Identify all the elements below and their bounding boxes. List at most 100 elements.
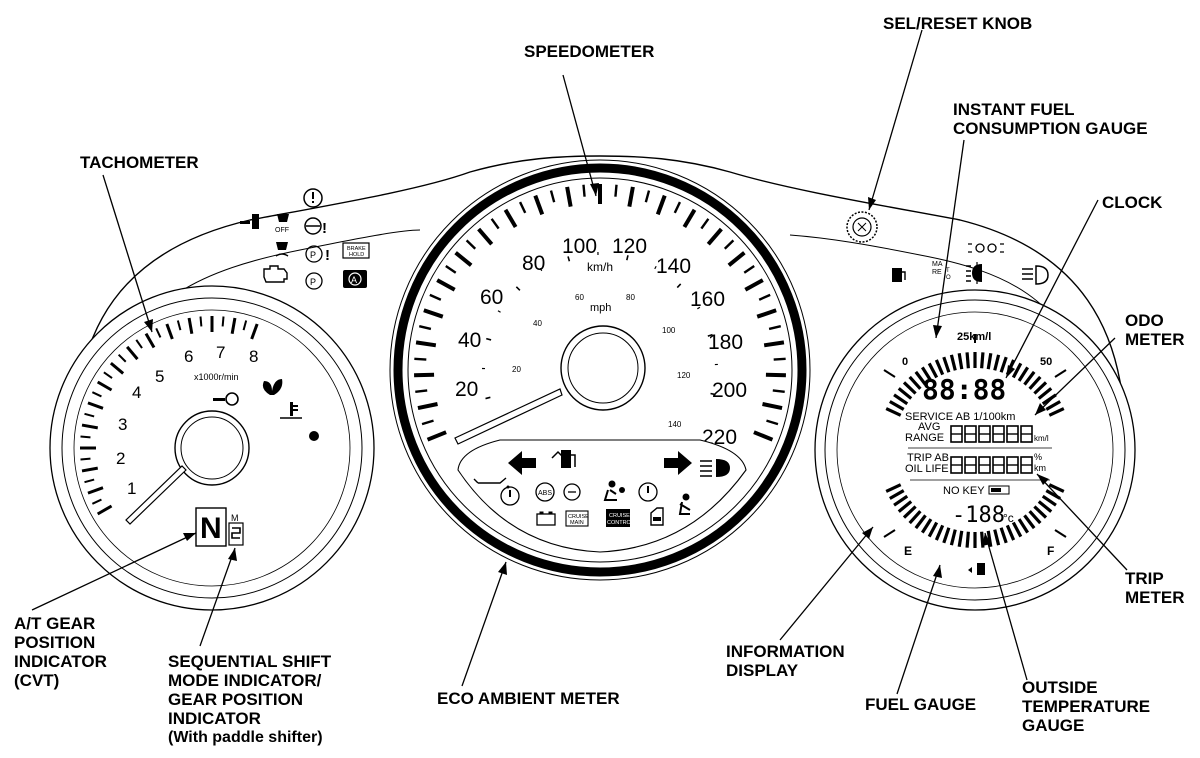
parking-brake-warning-icon: P ! <box>305 245 330 264</box>
range-unit: km/l <box>1034 434 1049 443</box>
speedo-tick <box>477 227 494 246</box>
speedometer: 20 40 60 80 100 120 140 160 180 200 220 … <box>389 159 811 581</box>
kmh-label-60: 60 <box>480 286 503 309</box>
instant-fuel-bar <box>957 353 964 370</box>
fuel-bar <box>885 483 902 493</box>
mph-tick <box>485 396 491 400</box>
speedo-tick <box>700 218 710 230</box>
tach-tick <box>84 478 95 484</box>
svg-text:!: ! <box>322 220 327 237</box>
instant-fuel-bar <box>986 353 993 370</box>
fuel-bar <box>902 505 917 519</box>
kmh-label-100: 100 <box>562 235 597 258</box>
fog-light-icon <box>966 262 982 284</box>
speedo-tick <box>727 251 746 267</box>
leader-lines <box>31 29 1128 695</box>
mph-tick <box>710 392 716 396</box>
tach-tick <box>135 339 143 349</box>
instant-fuel-end-marker <box>883 369 896 378</box>
srs-airbag-icon <box>603 480 625 501</box>
mph-tick <box>567 256 571 262</box>
label-instant-fuel-consumption: INSTANT FUEL CONSUMPTION GAUGE <box>953 100 1148 138</box>
fuel-bar <box>920 518 933 534</box>
right-indicators: MA RE T O <box>846 211 1049 285</box>
svg-text:P: P <box>310 250 316 260</box>
inst-scale-25: 25km/l <box>957 331 991 343</box>
speedo-tick <box>518 201 527 214</box>
tach-label-4: 4 <box>132 383 141 402</box>
speedo-tick <box>706 227 723 246</box>
mph-ticks <box>482 252 718 400</box>
kmh-label-200: 200 <box>712 379 747 402</box>
instant-fuel-bar <box>965 352 970 369</box>
speedo-tick <box>655 194 667 216</box>
label-sequential-shift: SEQUENTIAL SHIFT MODE INDICATOR/ GEAR PO… <box>168 652 332 746</box>
label-eco-ambient-meter: ECO AMBIENT METER <box>437 689 620 708</box>
trip-unit-pct: % <box>1034 452 1042 462</box>
tach-tick <box>250 323 259 340</box>
svg-text:O: O <box>946 275 951 281</box>
avg-label: AVG <box>918 421 940 433</box>
mph-tick <box>626 255 629 261</box>
fuel-f-label: F <box>1047 544 1054 558</box>
cruise-main-icon: CRUISE MAIN <box>565 510 589 527</box>
left-warning-lights: OFF ! P ! BRAKE HOLD P <box>240 188 370 290</box>
tachometer: 1 2 3 4 5 6 7 8 x1000r/min N <box>49 285 375 611</box>
tach-tick <box>117 353 127 363</box>
tach-tick <box>103 371 113 379</box>
instant-fuel-bar <box>1023 370 1036 386</box>
cluster-housing <box>74 155 1126 441</box>
speedo-tick <box>744 278 764 292</box>
range-label: RANGE <box>905 432 944 444</box>
information-display-gauge: 0 25km/l 50 88:88 SERVICE AB 1/100km AVG… <box>814 289 1136 611</box>
fuel-bar <box>908 510 922 525</box>
instant-fuel-bar <box>993 354 1001 371</box>
tach-tick <box>81 466 99 473</box>
instant-fuel-bar <box>980 352 985 369</box>
tach-tick <box>165 323 174 340</box>
svg-text:HOLD: HOLD <box>349 252 364 258</box>
mph-tick <box>515 286 521 291</box>
fuel-bar <box>957 530 964 547</box>
fuel-end-marker <box>1054 529 1067 538</box>
mph-label-20: 20 <box>512 365 521 374</box>
coolant-temp-icon <box>280 402 302 419</box>
eco-ambient-ring <box>393 163 807 577</box>
leader-info-display <box>779 526 874 641</box>
tach-label-3: 3 <box>118 415 127 434</box>
mph-label-120: 120 <box>677 371 691 380</box>
mph-label-60: 60 <box>575 293 584 302</box>
instant-fuel-bar <box>1017 366 1030 382</box>
speedo-tick <box>414 357 427 361</box>
speedo-tick <box>763 340 785 348</box>
kmh-label-160: 160 <box>690 288 725 311</box>
fuel-bar <box>1005 524 1016 541</box>
immobilizer-icon <box>240 214 259 229</box>
svg-text:A: A <box>351 275 357 285</box>
speedo-tick <box>644 190 651 203</box>
tach-tick <box>96 504 113 516</box>
tach-label-2: 2 <box>116 449 125 468</box>
fuel-bar <box>1041 494 1057 507</box>
speedo-tick <box>415 340 437 348</box>
speedo-tick <box>773 357 786 361</box>
label-trip-meter: TRIP METER <box>1125 569 1185 607</box>
turn-right-icon <box>664 451 692 475</box>
low-fuel-icon <box>892 268 906 282</box>
mph-tick <box>539 267 543 272</box>
speedo-tick <box>421 419 434 426</box>
abs-icon: ABS <box>535 482 555 502</box>
fuel-bar <box>942 527 951 544</box>
tach-tick <box>230 317 237 335</box>
power-steering-icon: ! <box>304 217 327 237</box>
instant-fuel-bar <box>1011 362 1023 379</box>
kmh-label-120: 120 <box>612 235 647 258</box>
svg-text:P: P <box>310 277 316 287</box>
fuel-bar <box>897 500 913 513</box>
brake-icon-2 <box>563 483 581 501</box>
speedo-tick <box>766 419 779 426</box>
tach-tick <box>176 320 182 331</box>
mph-unit: mph <box>590 302 611 314</box>
tach-label-6: 6 <box>184 347 193 366</box>
